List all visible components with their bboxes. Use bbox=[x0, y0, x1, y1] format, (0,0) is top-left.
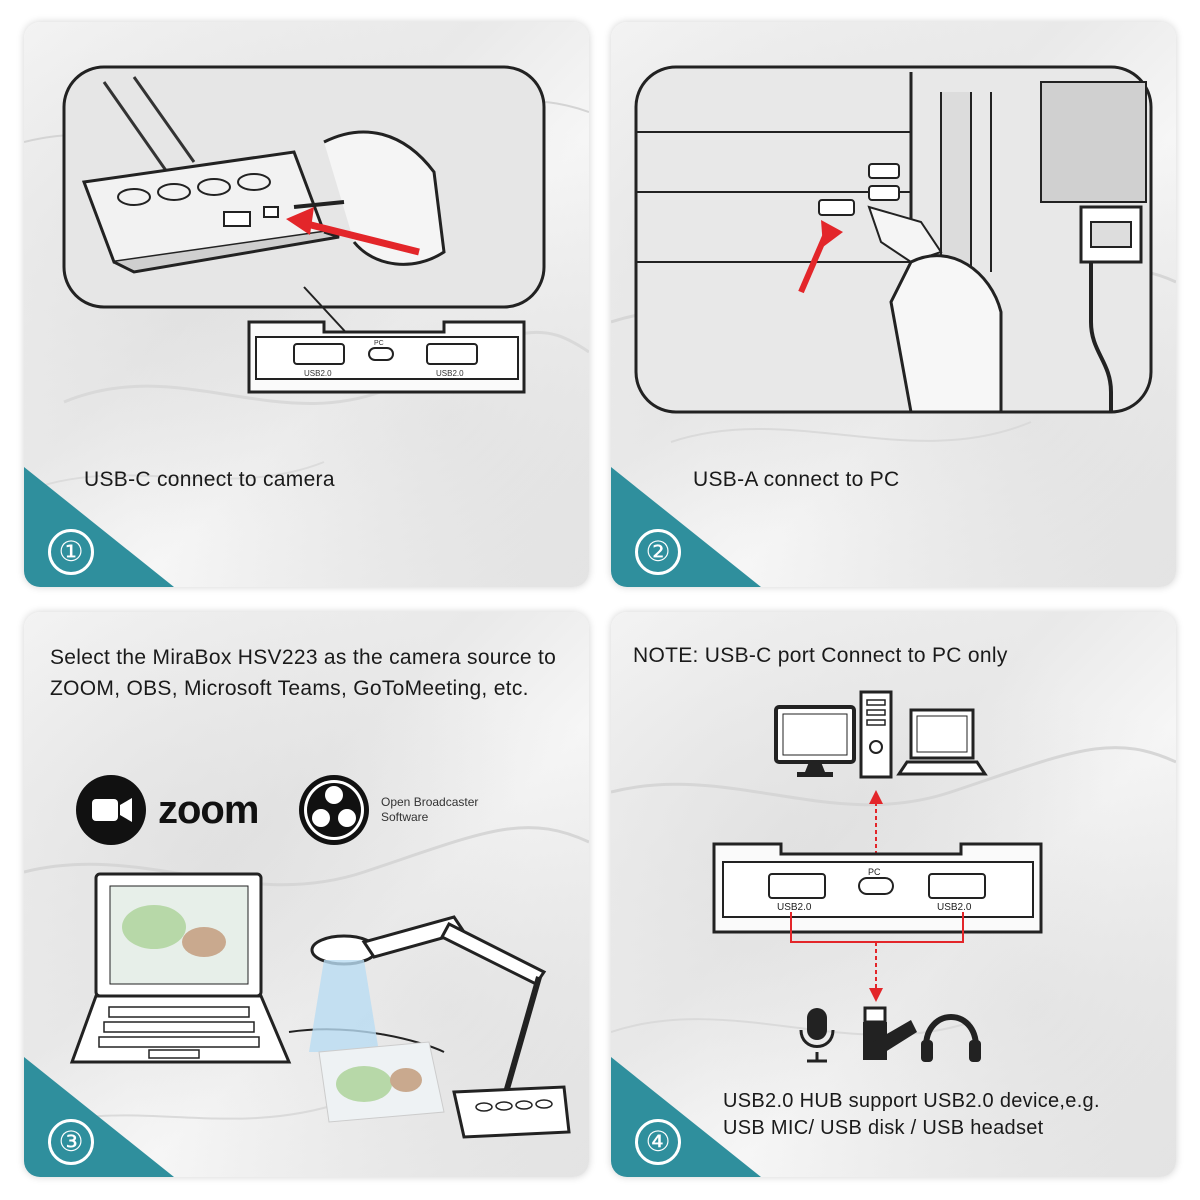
step-1-panel: USB2.0 PC USB2.0 USB-C connect to camera… bbox=[24, 22, 589, 587]
zoom-camera-icon bbox=[76, 775, 146, 845]
step-1-caption: USB-C connect to camera bbox=[84, 468, 335, 491]
step-number-badge: ② bbox=[635, 529, 681, 575]
step-4-note: NOTE: USB-C port Connect to PC only bbox=[633, 644, 1008, 667]
camera-usb-c-illustration: USB2.0 PC USB2.0 bbox=[62, 65, 546, 394]
port-label-usb-right: USB2.0 bbox=[436, 369, 464, 378]
headset-icon bbox=[921, 1014, 981, 1062]
zoom-logo: zoom bbox=[76, 775, 259, 845]
laptop-document-camera-illustration bbox=[69, 872, 571, 1139]
teal-corner-shape bbox=[24, 1057, 174, 1177]
pc-usb-a-illustration bbox=[634, 65, 1153, 414]
obs-icon bbox=[299, 775, 369, 845]
desktop-tower-icon bbox=[859, 690, 893, 779]
microphone-icon bbox=[799, 1008, 835, 1063]
obs-logo: Open Broadcaster Software bbox=[299, 775, 478, 845]
hub-text-line-1: USB2.0 HUB support USB2.0 device,e.g. bbox=[723, 1090, 1100, 1112]
port-label-pc: PC bbox=[374, 340, 384, 347]
step-3-panel: Select the MiraBox HSV223 as the camera … bbox=[24, 612, 589, 1177]
port-label-pc: PC bbox=[868, 867, 881, 877]
step-2-panel: USB-A connect to PC ② bbox=[611, 22, 1176, 587]
hub-text-line-2: USB MIC/ USB disk / USB headset bbox=[723, 1117, 1044, 1139]
obs-line-1: Open Broadcaster bbox=[381, 795, 479, 809]
teal-corner-shape bbox=[24, 467, 174, 587]
usb-disk-icon bbox=[863, 1006, 917, 1060]
step-4-hub-text: USB2.0 HUB support USB2.0 device,e.g. US… bbox=[723, 1088, 1100, 1142]
teal-corner-shape bbox=[611, 1057, 761, 1177]
step-3-caption: Select the MiraBox HSV223 as the camera … bbox=[50, 646, 557, 700]
step-4-panel: NOTE: USB-C port Connect to PC only bbox=[611, 612, 1176, 1177]
obs-wordmark: Open Broadcaster Software bbox=[381, 795, 478, 825]
zoom-wordmark: zoom bbox=[158, 787, 259, 832]
usb-hub-diagram: USB2.0 PC USB2.0 bbox=[712, 690, 1043, 1063]
port-label-usb-left: USB2.0 bbox=[777, 902, 812, 913]
obs-line-2: Software bbox=[381, 810, 429, 824]
step-2-caption: USB-A connect to PC bbox=[693, 468, 900, 491]
step-number-badge: ④ bbox=[635, 1119, 681, 1165]
teal-corner-shape bbox=[611, 467, 761, 587]
monitor-icon bbox=[774, 705, 856, 777]
step-number-badge: ③ bbox=[48, 1119, 94, 1165]
port-label-usb-left: USB2.0 bbox=[304, 369, 332, 378]
laptop-icon bbox=[896, 708, 988, 776]
port-label-usb-right: USB2.0 bbox=[937, 902, 972, 913]
step-number-badge: ① bbox=[48, 529, 94, 575]
